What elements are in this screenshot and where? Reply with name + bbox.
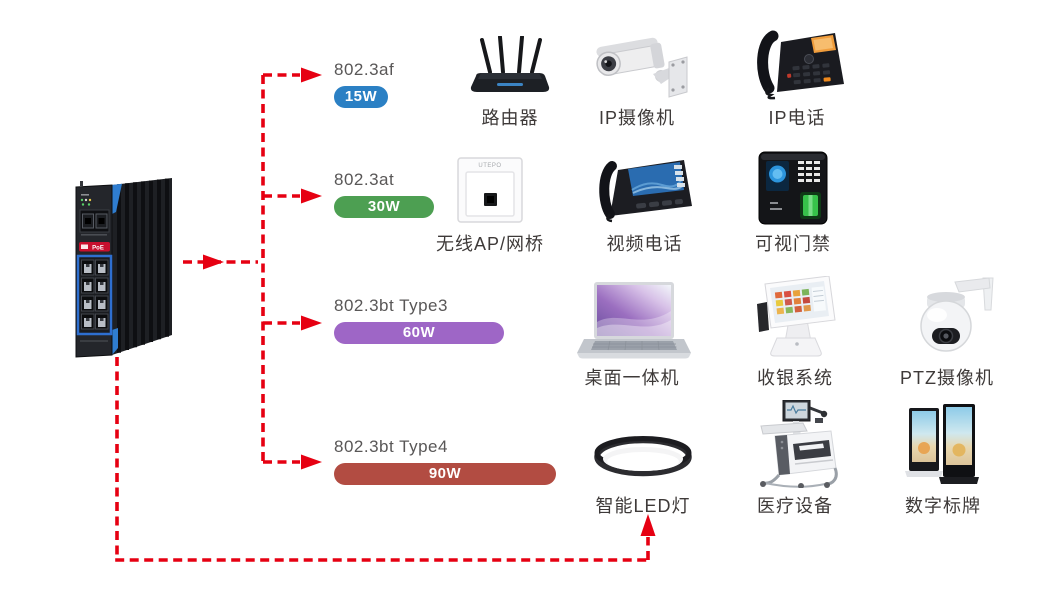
device-label: 数字标牌 <box>905 496 981 516</box>
led-light-image <box>594 436 692 477</box>
standard-name: 802.3bt Type3 <box>334 296 448 315</box>
standard-802-3at: 802.3at 30W <box>334 170 434 218</box>
device-router: 路由器 <box>460 28 560 130</box>
power-badge-15w: 15W <box>334 86 388 108</box>
device-wireless-ap: UTEPO 无线AP/网桥 <box>435 150 545 256</box>
power-value: 60W <box>402 324 436 341</box>
device-door-access: 可视门禁 <box>743 150 843 256</box>
wireless-ap-image: UTEPO <box>457 157 523 223</box>
power-value: 90W <box>428 465 462 482</box>
device-label: 收银系统 <box>757 368 833 388</box>
pos-image <box>757 276 836 357</box>
laptop-image <box>577 282 691 359</box>
router-image <box>470 36 550 92</box>
power-value: 15W <box>344 88 378 105</box>
rj45-ports <box>76 254 113 336</box>
digital-signage-image <box>905 404 979 484</box>
ip-phone-image <box>757 30 844 100</box>
medical-equipment-image <box>760 400 838 488</box>
power-badge-30w: 30W <box>334 196 434 218</box>
arrowhead-bt4 <box>301 454 322 470</box>
arrowhead-at <box>301 188 322 204</box>
device-ip-phone: IP电话 <box>747 28 847 130</box>
blue-accent-bottom <box>112 328 118 355</box>
arrowhead-led <box>640 514 656 536</box>
standard-name: 802.3bt Type4 <box>334 437 448 456</box>
blue-accent-top <box>112 183 122 214</box>
device-label: IP摄像机 <box>598 108 675 128</box>
led-loop-line <box>115 357 650 562</box>
device-led-light: 智能LED灯 <box>591 402 695 518</box>
standard-name: 802.3af <box>334 60 395 79</box>
device-label: PTZ摄像机 <box>900 368 994 388</box>
ip-camera-image <box>596 37 688 98</box>
standard-802-3af: 802.3af 15W <box>334 60 394 108</box>
sfp-ports <box>79 209 110 236</box>
power-value: 30W <box>367 198 401 215</box>
standard-802-3bt-type3: 802.3bt Type3 60W <box>334 296 504 344</box>
poe-switch-image: PoE <box>75 178 172 358</box>
device-label: 桌面一体机 <box>584 368 680 388</box>
led-indicators <box>80 194 92 206</box>
video-phone-image <box>599 160 692 223</box>
device-ptz-camera: PTZ摄像机 <box>897 276 997 390</box>
arrowhead-af <box>301 67 322 83</box>
brand-label: PoE <box>79 242 110 252</box>
power-badge-90w: 90W <box>334 463 556 485</box>
ptz-camera-image <box>920 277 994 352</box>
device-digital-signage: 数字标牌 <box>895 402 991 518</box>
device-desktop-laptop: 桌面一体机 <box>570 276 694 390</box>
door-access-image <box>758 151 828 225</box>
svg-text:UTEPO: UTEPO <box>478 163 501 169</box>
device-label: 可视门禁 <box>755 234 831 254</box>
device-pos-system: 收银系统 <box>743 276 847 390</box>
svg-text:PoE: PoE <box>92 246 104 252</box>
standard-name: 802.3at <box>334 170 395 189</box>
standard-802-3bt-type4: 802.3bt Type4 90W <box>334 437 556 485</box>
device-ip-camera: IP摄像机 <box>585 28 689 130</box>
feed-arrowhead <box>203 254 224 270</box>
device-label: 视频电话 <box>606 234 683 254</box>
device-video-phone: 视频电话 <box>592 150 697 256</box>
device-label: 医疗设备 <box>757 496 833 516</box>
device-label: IP电话 <box>768 108 826 128</box>
device-medical-equipment: 医疗设备 <box>743 400 847 518</box>
device-label: 路由器 <box>481 108 539 128</box>
device-label: 无线AP/网桥 <box>435 234 544 254</box>
arrowhead-bt3 <box>301 315 322 331</box>
power-badge-60w: 60W <box>334 322 504 344</box>
device-label: 智能LED灯 <box>595 496 691 516</box>
